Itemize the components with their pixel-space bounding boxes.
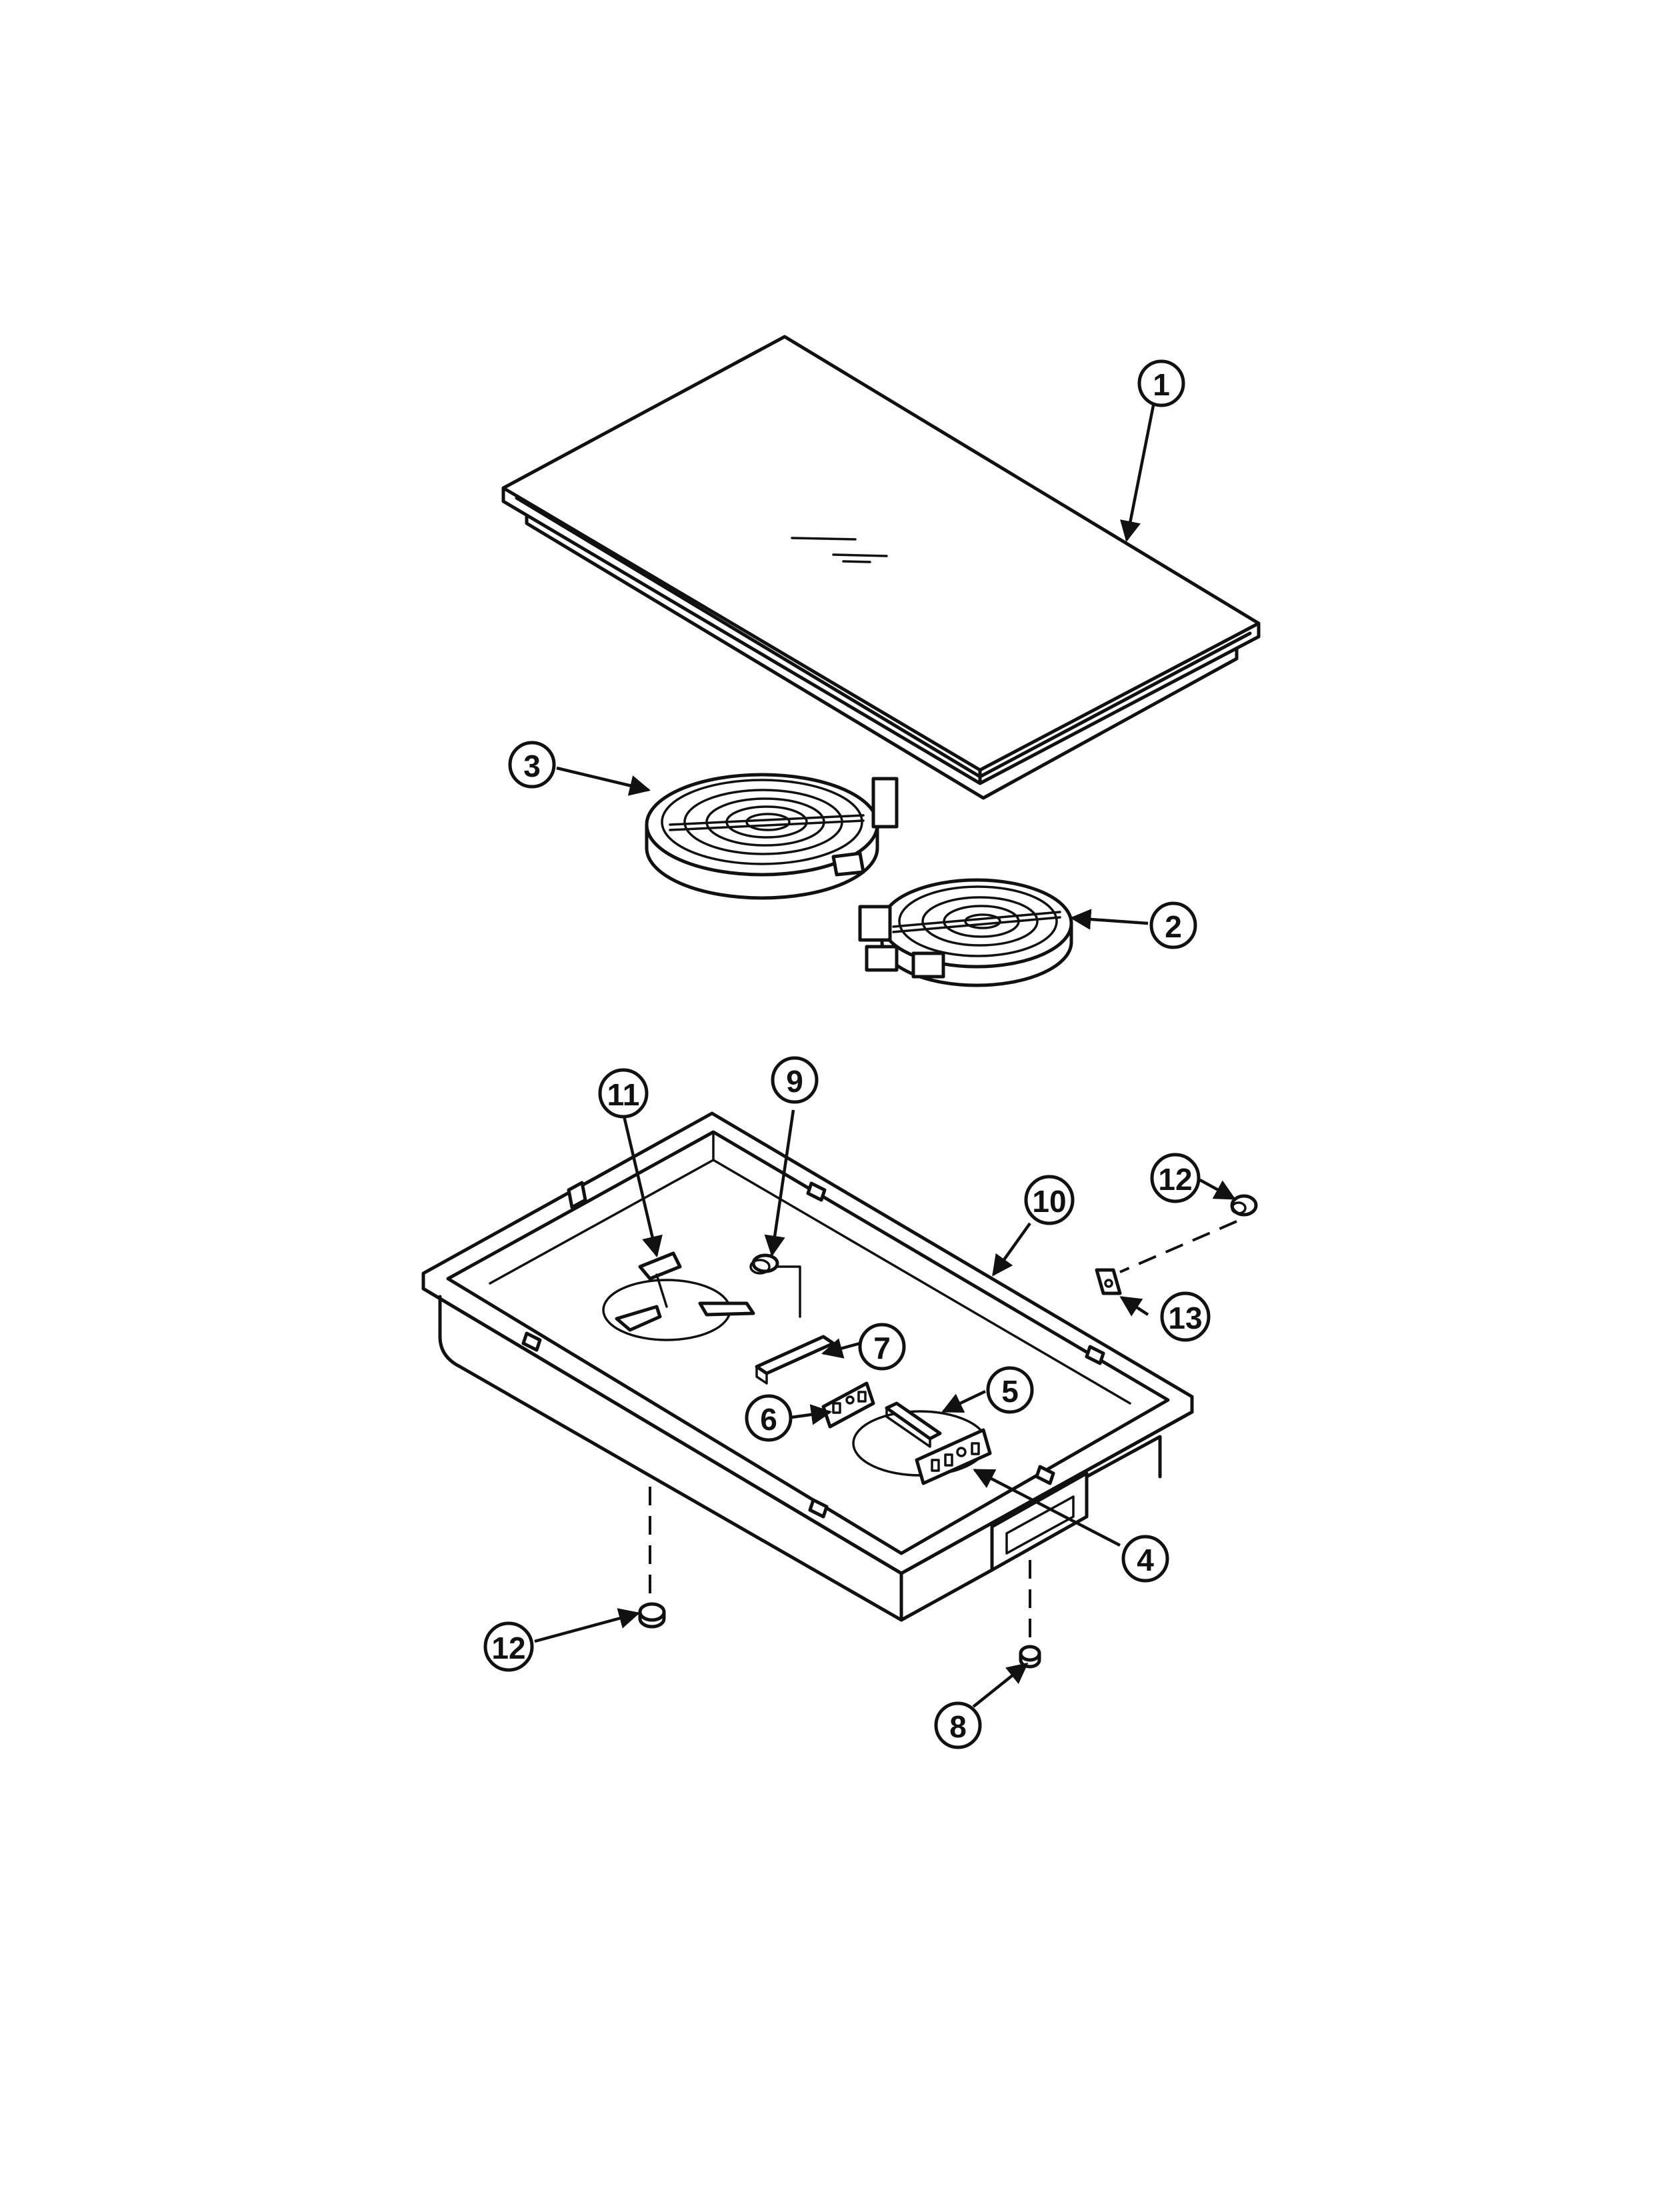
callout-13-label: 13: [1168, 1301, 1202, 1335]
callout-11-label: 11: [607, 1077, 640, 1112]
callout-10-label: 10: [1032, 1184, 1066, 1219]
leader-1: [1120, 405, 1155, 543]
terminal-block-large-part: [915, 1428, 992, 1485]
foot-part-left: [638, 1602, 666, 1629]
callout-9-label: 9: [786, 1064, 803, 1099]
large-radiant-element-part: [645, 773, 899, 900]
leader-4: [973, 1469, 1121, 1547]
callout-2-label: 2: [1165, 909, 1182, 944]
bracket-small-part: [885, 1401, 942, 1448]
bracket-part: [615, 1251, 755, 1332]
leader-9: [764, 1109, 795, 1257]
callout-6-label: 6: [760, 1402, 777, 1437]
callout-4: 4: [1121, 1535, 1169, 1583]
leader-8: [972, 1663, 1029, 1708]
callout-3-label: 3: [523, 749, 541, 783]
callout-8: 8: [934, 1701, 982, 1749]
small-radiant-element-part: [858, 878, 1073, 987]
leader-11: [621, 1113, 663, 1258]
alignment-line-clip: [1119, 1220, 1237, 1273]
leader-10: [992, 1222, 1031, 1277]
callout-1: 1: [1137, 359, 1185, 407]
foot-part-right: [1230, 1194, 1258, 1217]
cooktop-frame-part: [421, 1111, 1194, 1622]
callout-3: 3: [508, 741, 556, 789]
callout-12-left-label: 12: [491, 1631, 525, 1665]
callout-12-left: 12: [483, 1621, 534, 1672]
callout-5-label: 5: [1001, 1374, 1019, 1409]
callout-10: 10: [1024, 1175, 1075, 1225]
leader-12a: [1199, 1179, 1236, 1200]
leader-3: [556, 766, 651, 796]
leader-12b: [534, 1608, 641, 1643]
callout-2: 2: [1149, 901, 1197, 949]
leader-5: [941, 1389, 986, 1413]
callout-13: 13: [1160, 1291, 1211, 1342]
callout-9: 9: [771, 1056, 819, 1104]
leader-6: [791, 1404, 833, 1425]
callout-1-label: 1: [1153, 367, 1170, 402]
callout-7-label: 7: [873, 1331, 891, 1365]
callout-12-right-label: 12: [1158, 1162, 1192, 1197]
glass-cooktop-part: [501, 335, 1261, 800]
callout-4-label: 4: [1137, 1543, 1154, 1577]
callout-5: 5: [986, 1366, 1034, 1414]
callout-6: 6: [745, 1394, 793, 1442]
screw-part: [1019, 1645, 1041, 1669]
callout-8-label: 8: [949, 1709, 967, 1744]
callout-7: 7: [858, 1323, 906, 1371]
clip-part: [1095, 1268, 1122, 1295]
sensor-part: [749, 1253, 779, 1275]
leader-13: [1119, 1296, 1149, 1317]
callout-12-right: 12: [1150, 1153, 1201, 1203]
callout-11: 11: [598, 1068, 649, 1119]
leader-7: [821, 1338, 861, 1359]
leader-2: [1069, 909, 1149, 930]
